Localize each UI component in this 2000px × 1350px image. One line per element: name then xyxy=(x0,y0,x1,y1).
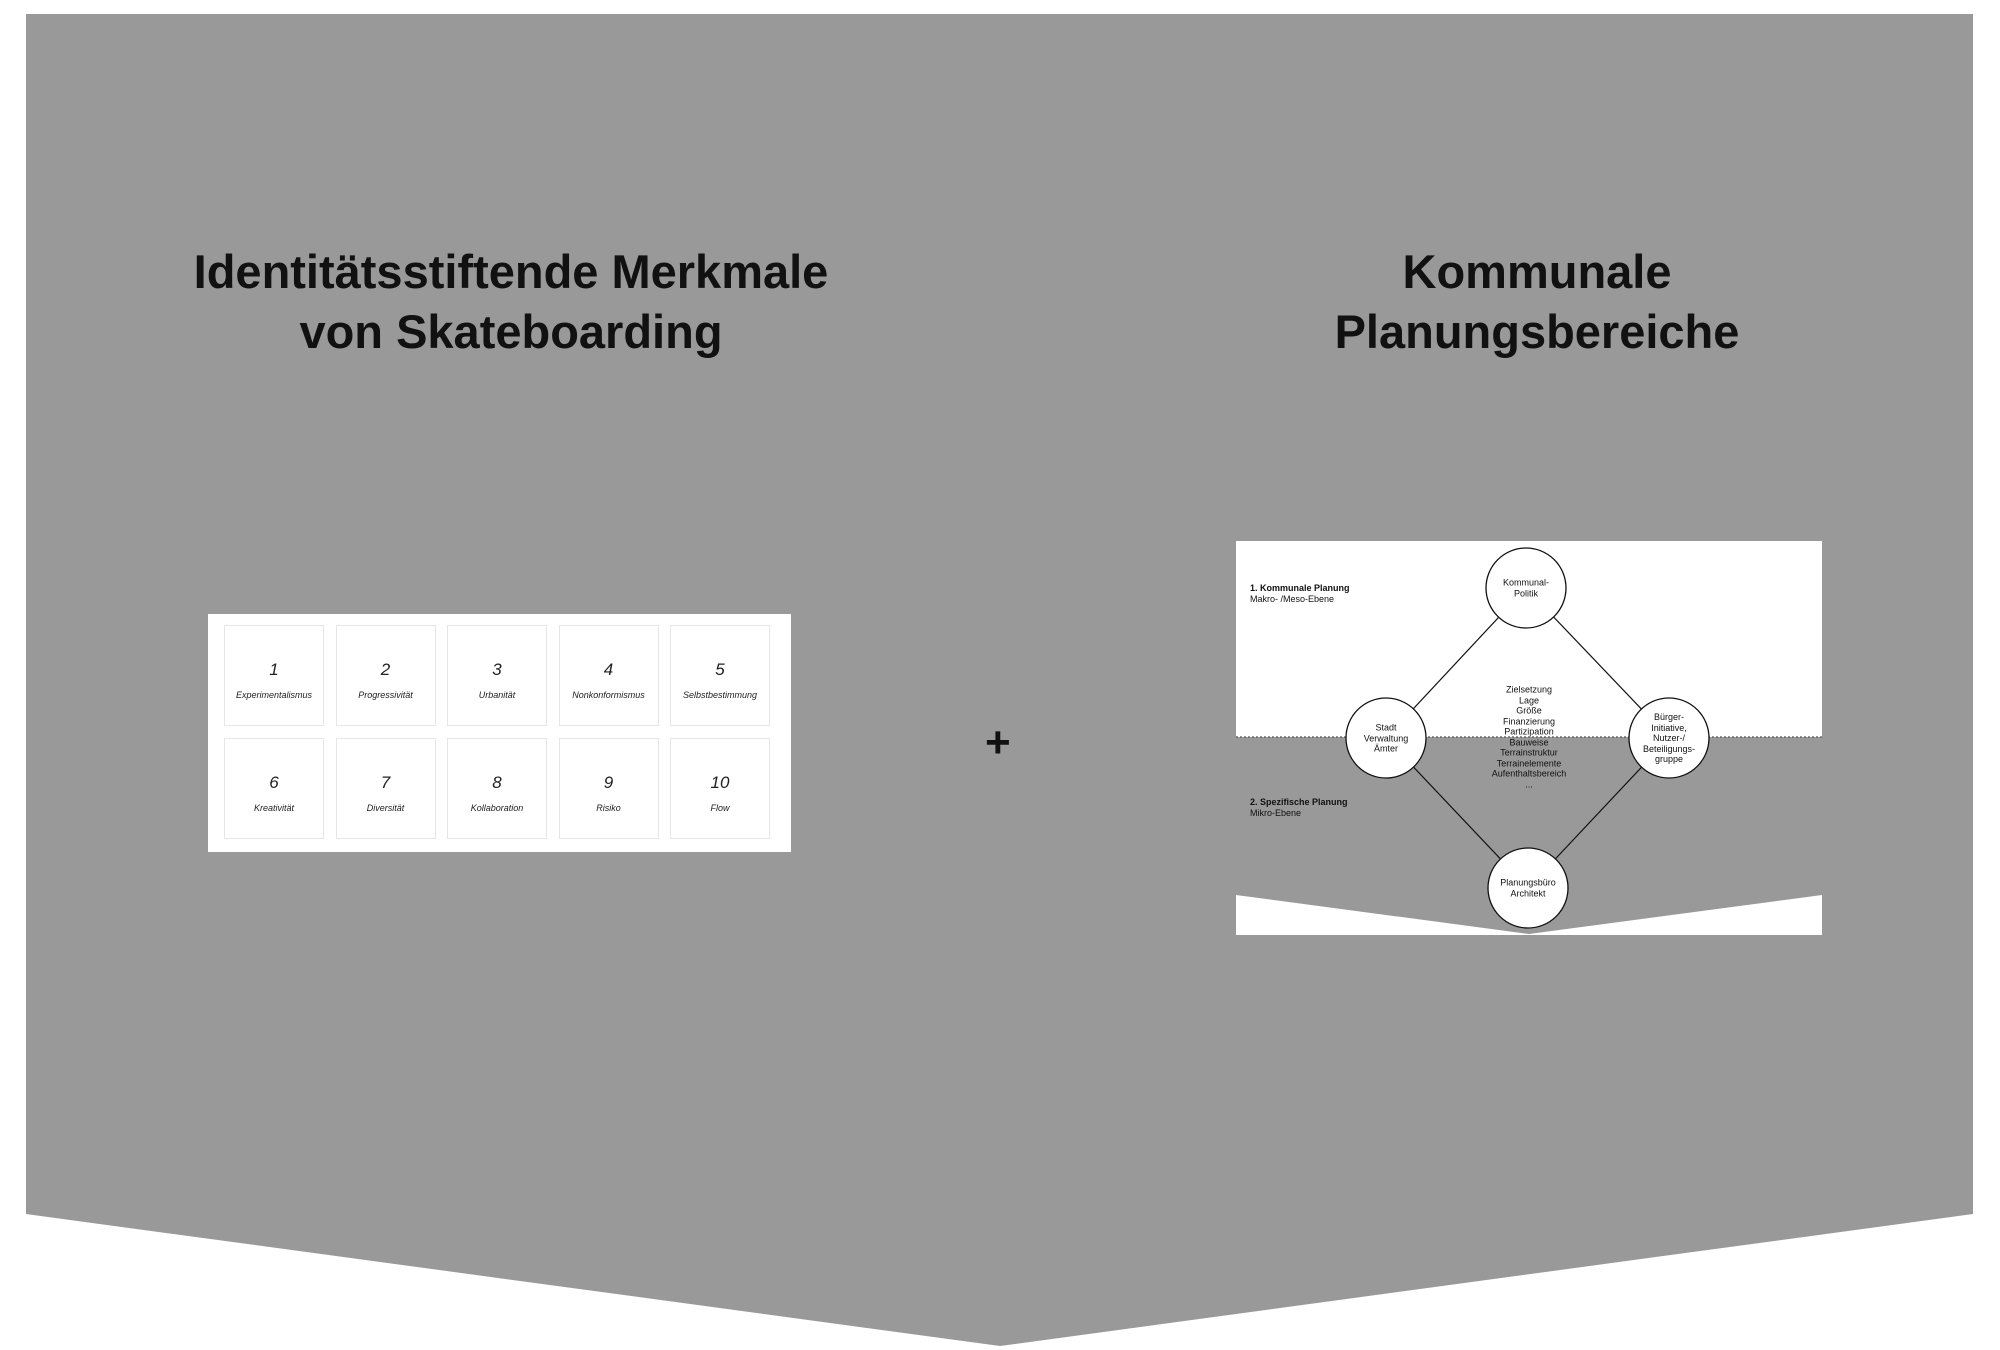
level2-subtitle: Mikro-Ebene xyxy=(1250,807,1302,818)
node-right xyxy=(1628,697,1710,779)
topic-item: Zielsetzung xyxy=(1505,684,1553,695)
topic-item: Größe xyxy=(1516,705,1542,716)
node-top-label: Kommunal-Politik xyxy=(1503,578,1549,599)
card-number: 6 xyxy=(269,773,279,792)
level1-label: 1. Kommunale Planung Makro- /Meso-Ebene xyxy=(1250,583,1350,604)
topic-item: Bauweise xyxy=(1509,737,1549,747)
card-label: Progressivität xyxy=(358,690,413,700)
level2-title: 2. Spezifische Planung xyxy=(1250,797,1348,807)
card-number: 2 xyxy=(380,660,391,679)
card-number: 4 xyxy=(603,660,614,679)
planning-diagram: 1. Kommunale Planung Makro- /Meso-Ebene … xyxy=(1236,541,1822,935)
card-number: 7 xyxy=(380,773,391,792)
left-title-line-1: Identitätsstiftende Merkmale xyxy=(193,245,829,298)
node-label-line: Kommunal- xyxy=(1502,577,1550,588)
topic-item: Terrainelemente xyxy=(1496,758,1562,768)
card-label: Risiko xyxy=(596,803,621,813)
right-title: Kommunale Planungsbereiche xyxy=(1087,242,1987,362)
topic-item: Partizipation xyxy=(1504,726,1554,737)
card-label: Flow xyxy=(710,803,730,813)
card-number: 10 xyxy=(710,773,730,792)
card-number: 3 xyxy=(492,660,502,679)
node-label-line: Initiative, xyxy=(1651,722,1687,733)
card-label: Nonkonformismus xyxy=(572,690,645,700)
node-label-line: gruppe xyxy=(1654,753,1684,764)
topic-item: Terrainstruktur xyxy=(1500,747,1558,758)
diagram-graphics xyxy=(1236,541,1822,935)
card-number: 5 xyxy=(715,660,725,679)
node-label-line: Politik xyxy=(1513,588,1539,598)
node-label-line: Stadt xyxy=(1375,722,1397,733)
node-label-line: Planungsbüro xyxy=(1500,877,1556,888)
card-number: 8 xyxy=(492,773,502,792)
bottom-wedge xyxy=(1236,895,1822,935)
card-label: Diversität xyxy=(366,803,405,813)
node-label-line: Architekt xyxy=(1510,888,1546,898)
node-top xyxy=(1485,547,1567,629)
level1-title: 1. Kommunale Planung xyxy=(1250,583,1350,593)
level1-subtitle: Makro- /Meso-Ebene xyxy=(1250,593,1335,604)
card-number: 1 xyxy=(269,660,279,679)
node-label-line: Ämter xyxy=(1373,743,1398,754)
node-left xyxy=(1345,697,1427,779)
plus-sign: + xyxy=(985,718,1011,767)
topic-item: ... xyxy=(1525,779,1533,789)
level2-label: 2. Spezifische Planung Mikro-Ebene xyxy=(1250,797,1348,818)
topic-item: Lage xyxy=(1518,695,1540,705)
node-label-line: Verwaltung xyxy=(1363,732,1409,743)
right-title-line-1: Kommunale xyxy=(1402,245,1672,298)
node-bottom xyxy=(1487,847,1569,929)
card-label: Urbanität xyxy=(478,690,516,700)
topic-item: Finanzierung xyxy=(1502,716,1556,726)
card-label: Kollaboration xyxy=(470,803,524,813)
left-title: Identitätsstiftende Merkmale von Skatebo… xyxy=(61,242,961,362)
card-number: 9 xyxy=(603,773,614,792)
node-right-label: Bürger-Initiative,Nutzer-/Beteiligungs-g… xyxy=(1643,712,1695,765)
right-title-line-2: Planungsbereiche xyxy=(1334,305,1740,358)
card-label: Experimentalismus xyxy=(235,690,313,700)
node-label-line: Bürger- xyxy=(1653,711,1684,722)
topic-item: Aufenthaltsbereich xyxy=(1491,768,1567,779)
left-title-line-2: von Skateboarding xyxy=(299,305,723,358)
card-label: Selbstbestimmung xyxy=(682,690,758,700)
node-label-line: Nutzer-/ xyxy=(1652,732,1685,743)
card-label: Kreativität xyxy=(253,803,295,813)
node-label-line: Beteiligungs- xyxy=(1642,743,1696,754)
